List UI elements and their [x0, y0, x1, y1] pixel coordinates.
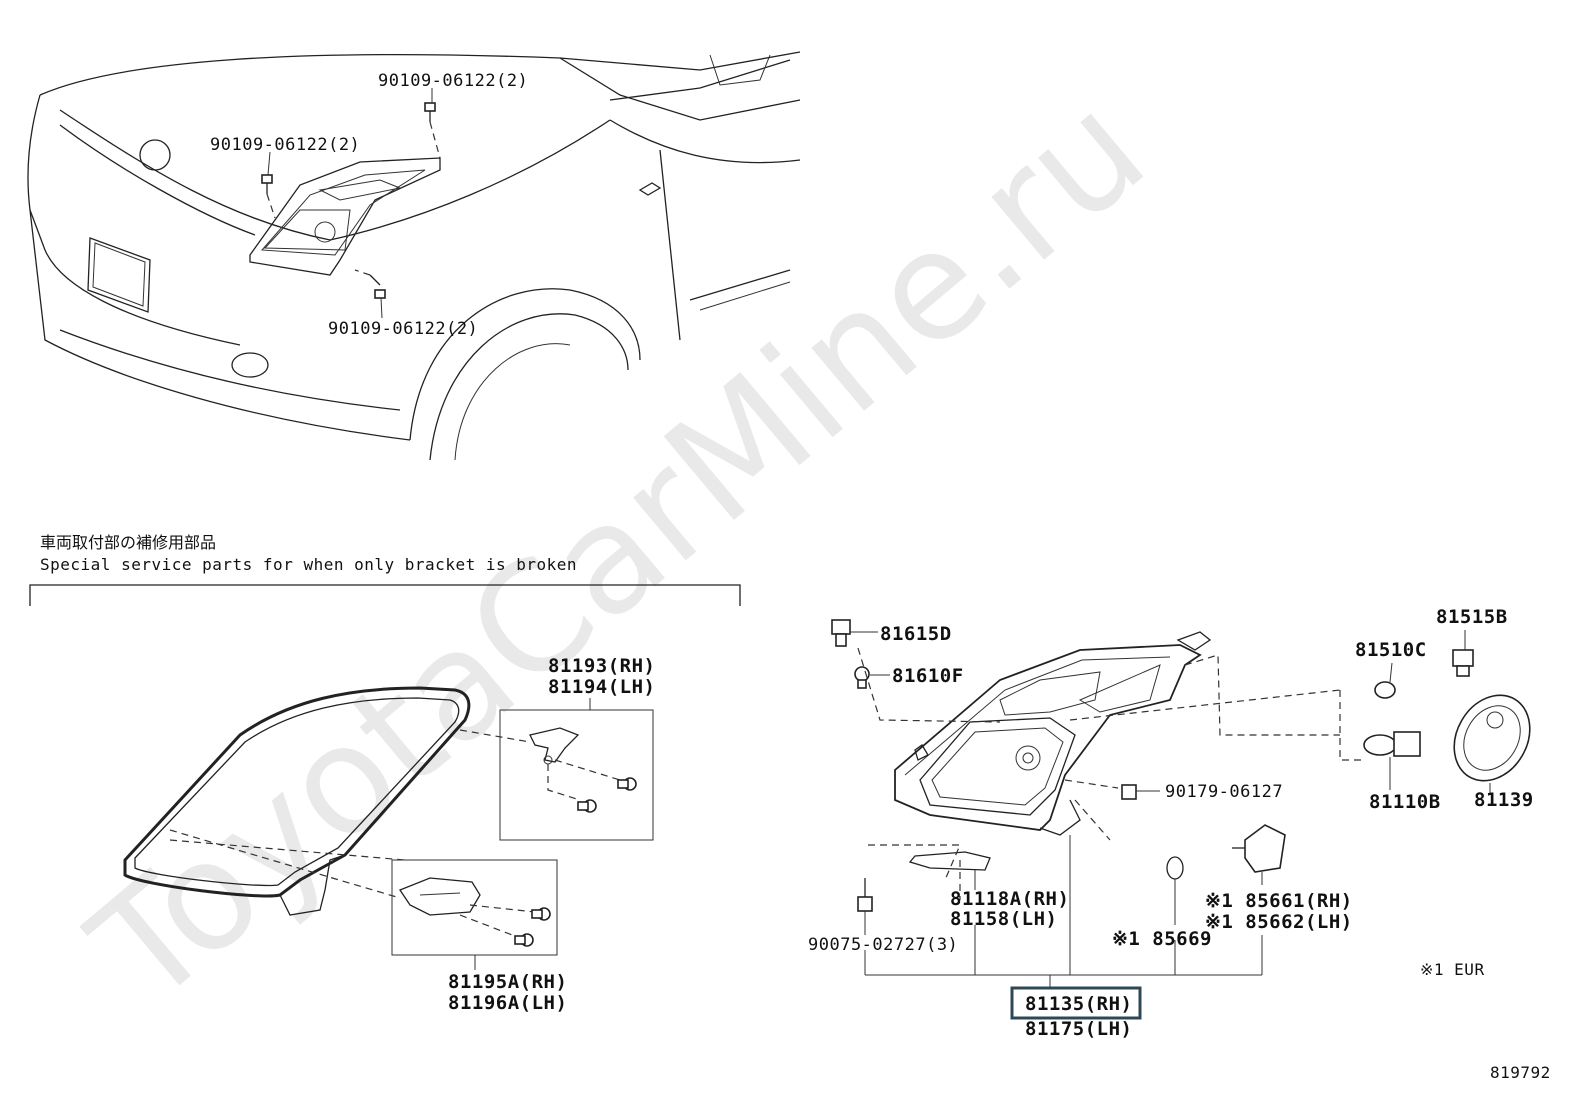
- label-81110b: 81110B: [1369, 791, 1441, 813]
- bulb-81110b: [1363, 731, 1421, 757]
- bolt-left: [261, 174, 273, 194]
- label-81510c: 81510C: [1355, 639, 1427, 661]
- bolt-top: [424, 102, 436, 122]
- assembly-tree: [864, 835, 1263, 988]
- motor-85661: [1232, 824, 1286, 873]
- label-85661: ※1 85661(RH): [1205, 890, 1353, 912]
- label-81139: 81139: [1474, 789, 1534, 811]
- label-81196a: 81196A(LH): [448, 992, 567, 1014]
- diagram-id: 819792: [1490, 1063, 1551, 1082]
- socket-81615d: [831, 619, 851, 647]
- section-title-jp: 車両取付部の補修用部品: [40, 533, 216, 552]
- bolt-bottom: [369, 274, 386, 299]
- label-85669: ※1 85669: [1112, 928, 1212, 950]
- label-81193: 81193(RH): [548, 655, 655, 677]
- upper-bracket: [459, 727, 637, 813]
- label-81515b: 81515B: [1436, 606, 1508, 628]
- label-81610f: 81610F: [892, 665, 964, 687]
- section-bracket: [29, 584, 741, 606]
- footnote: ※1 EUR: [1420, 960, 1485, 979]
- label-81135: 81135(RH): [1025, 993, 1132, 1015]
- headlamp-lens: [123, 686, 471, 916]
- highlight-box-81135: [1010, 986, 1142, 1020]
- section-title-en: Special service parts for when only brac…: [40, 555, 577, 574]
- vehicle-front-view: [27, 51, 801, 461]
- clip-90179: [1121, 784, 1137, 800]
- callout-bolt-top: 90109-06122(2): [378, 71, 528, 91]
- oring-85669: [1166, 856, 1184, 880]
- label-81194: 81194(LH): [548, 676, 655, 698]
- bulb-81510c: [1374, 681, 1396, 699]
- label-90075: 90075-02727(3): [808, 935, 958, 955]
- cover-81139: [1453, 694, 1531, 782]
- label-81615d: 81615D: [880, 623, 952, 645]
- callout-bolt-left: 90109-06122(2): [210, 135, 360, 155]
- bulb-81610f: [854, 666, 870, 689]
- upper-bracket-box: [499, 709, 654, 841]
- label-81175: 81175(LH): [1025, 1018, 1132, 1040]
- label-81118a: 81118A(RH): [950, 888, 1069, 910]
- bracket-81118a: [908, 851, 991, 871]
- label-81158: 81158(LH): [950, 908, 1057, 930]
- socket-81515b: [1452, 649, 1474, 677]
- label-81195a: 81195A(RH): [448, 971, 567, 993]
- label-90179: 90179-06127: [1165, 782, 1283, 802]
- label-85662: ※1 85662(LH): [1205, 911, 1353, 933]
- screw-90075: [857, 878, 873, 912]
- lower-bracket: [169, 829, 551, 947]
- callout-bolt-bottom: 90109-06122(2): [328, 319, 478, 339]
- headlamp-assembly: [894, 631, 1212, 836]
